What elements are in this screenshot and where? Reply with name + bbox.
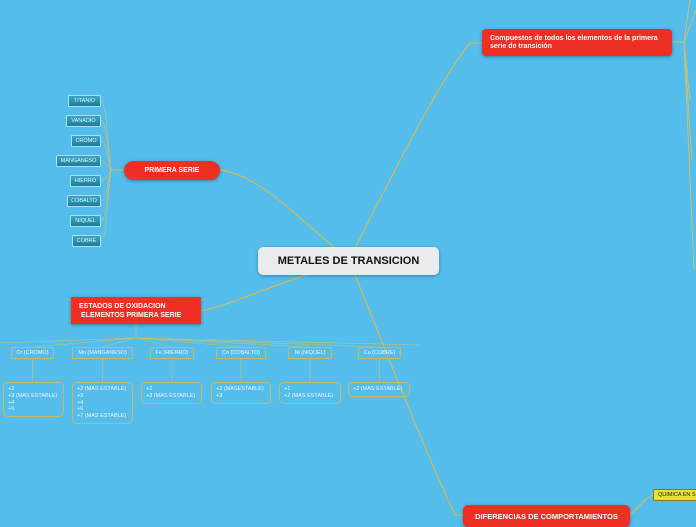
- oxidation-state: +4: [77, 399, 84, 406]
- element-node[interactable]: MANGANESO: [56, 155, 101, 167]
- oxidation-element-node[interactable]: Cu (COBRE): [358, 347, 401, 359]
- oxidation-state: +3: [216, 392, 223, 399]
- oxidation-state: +3 (MAS ESTABLE): [146, 392, 196, 399]
- connector-primera: [219, 169, 341, 253]
- compuestos-node[interactable]: Compuestos de todos los elementos de la …: [482, 29, 672, 56]
- oxidation-element-node[interactable]: Cr (CROMO): [11, 347, 54, 359]
- element-node[interactable]: COBALTO: [67, 195, 101, 207]
- oxidation-element-node[interactable]: Mn (MANGANESO): [72, 347, 133, 359]
- primera-serie-node[interactable]: PRIMERA SERIE: [124, 161, 220, 180]
- connector-estados: [200, 271, 316, 312]
- oxidation-state: +7 (MAS ESTABLE): [77, 413, 127, 420]
- oxidation-state: +2: [146, 386, 153, 392]
- oxidation-state: +4: [8, 399, 15, 406]
- oxidation-state: +2 (MAS ESTABLE): [77, 386, 127, 392]
- element-node[interactable]: VANADIO: [66, 115, 101, 127]
- connector-quimica: [629, 494, 654, 516]
- oxidation-state: +6: [8, 406, 15, 413]
- oxidation-states-box[interactable]: +2+3 (MAS ESTABLE): [141, 382, 202, 404]
- oxidation-element-node[interactable]: Ni (NIQUEL): [288, 347, 332, 359]
- oxidation-states-box[interactable]: +2+3 (MAS ESTABLE)+4+6: [3, 382, 64, 418]
- oxidation-states-box[interactable]: +2 (MASESTABLE)+3: [211, 382, 271, 404]
- estados-label-line2: ELEMENTOS PRIMERA SERIE: [81, 311, 182, 319]
- element-node[interactable]: COBRE: [72, 235, 101, 247]
- oxidation-state: +3: [77, 392, 84, 399]
- oxidation-state: +3 (MAS ESTABLE): [8, 392, 58, 399]
- oxidation-states-box[interactable]: +2 (MAS ESTABLE): [348, 382, 410, 397]
- element-node[interactable]: NIQUEL: [70, 215, 101, 227]
- diferencias-node[interactable]: DIFERENCIAS DE COMPORTAMIENTOS: [463, 505, 630, 527]
- oxidation-element-node[interactable]: Co (COBALTO): [216, 347, 266, 359]
- oxidation-state: +2 (MASESTABLE): [216, 386, 264, 392]
- connector-compuestos: [354, 42, 482, 249]
- estados-label-line1: ESTADOS DE OXIDACION: [79, 302, 166, 310]
- oxidation-state: +2: [8, 386, 15, 392]
- quimica-node[interactable]: QUIMICA EN S: [653, 489, 696, 501]
- oxidation-state: +2 (MAS ESTABLE): [353, 386, 403, 392]
- oxidation-state: +1: [284, 386, 291, 392]
- oxidation-state: +2 (MAS ESTABLE): [284, 392, 334, 399]
- central-topic[interactable]: METALES DE TRANSICION: [258, 247, 439, 275]
- element-node[interactable]: TITANIO: [68, 95, 101, 107]
- oxidation-states-box[interactable]: +2 (MAS ESTABLE)+3+4+6+7 (MAS ESTABLE): [72, 382, 133, 424]
- oxidation-state: +6: [77, 406, 84, 413]
- oxidation-element-node[interactable]: Fe (HIERRO): [150, 347, 194, 359]
- connector-diferencias: [354, 274, 463, 516]
- element-node[interactable]: HIERRO: [70, 175, 101, 187]
- element-node[interactable]: CROMO: [71, 135, 101, 147]
- estados-oxidacion-node[interactable]: ESTADOS DE OXIDACION ELEMENTOS PRIMERA S…: [71, 297, 201, 324]
- oxidation-states-box[interactable]: +1+2 (MAS ESTABLE): [279, 382, 341, 404]
- connector-compuestos-children: [672, 0, 696, 271]
